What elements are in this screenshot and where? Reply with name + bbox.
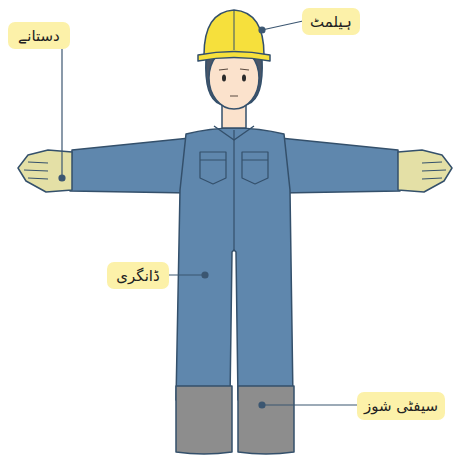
- right-sleeve: [280, 138, 400, 193]
- label-text: سیفٹی شوز: [364, 397, 438, 415]
- left-glove: [18, 150, 72, 192]
- collar: [214, 126, 254, 140]
- eye: [222, 75, 226, 82]
- leader-dot: [59, 175, 65, 181]
- right-glove: [398, 150, 452, 192]
- callout-label: دستانے: [8, 22, 70, 49]
- leader-lines: [59, 21, 357, 408]
- helmet: [204, 10, 264, 55]
- callout-label: سیفٹی شوز: [357, 392, 445, 420]
- coverall: [176, 128, 293, 400]
- label-text: دستانے: [18, 27, 60, 45]
- callout-label: ہیلمٹ: [302, 8, 360, 35]
- eye: [242, 75, 246, 82]
- pocket: [200, 152, 226, 184]
- callout-label: ڈانگری: [107, 262, 169, 289]
- label-text: ڈانگری: [116, 267, 159, 285]
- zipper: [233, 130, 234, 250]
- pocket-flap: [200, 160, 268, 161]
- leader-dot: [259, 402, 265, 408]
- helmet-brim: [198, 52, 270, 62]
- leader-line: [61, 49, 62, 178]
- face-lines: [219, 69, 249, 96]
- worker-figure: [18, 10, 452, 454]
- leader-line: [169, 274, 205, 275]
- leader-line: [262, 21, 303, 30]
- left-shoe: [176, 386, 232, 454]
- leader-line: [262, 404, 357, 405]
- left-sleeve: [70, 138, 190, 193]
- helmet-ridge: [234, 11, 235, 50]
- pocket: [242, 152, 268, 184]
- glove-fingers: [422, 162, 446, 179]
- leader-dot: [202, 272, 208, 278]
- glove-fingers: [24, 162, 48, 179]
- label-text: ہیلمٹ: [310, 13, 352, 31]
- leader-dot: [259, 27, 265, 33]
- right-shoe: [238, 386, 294, 454]
